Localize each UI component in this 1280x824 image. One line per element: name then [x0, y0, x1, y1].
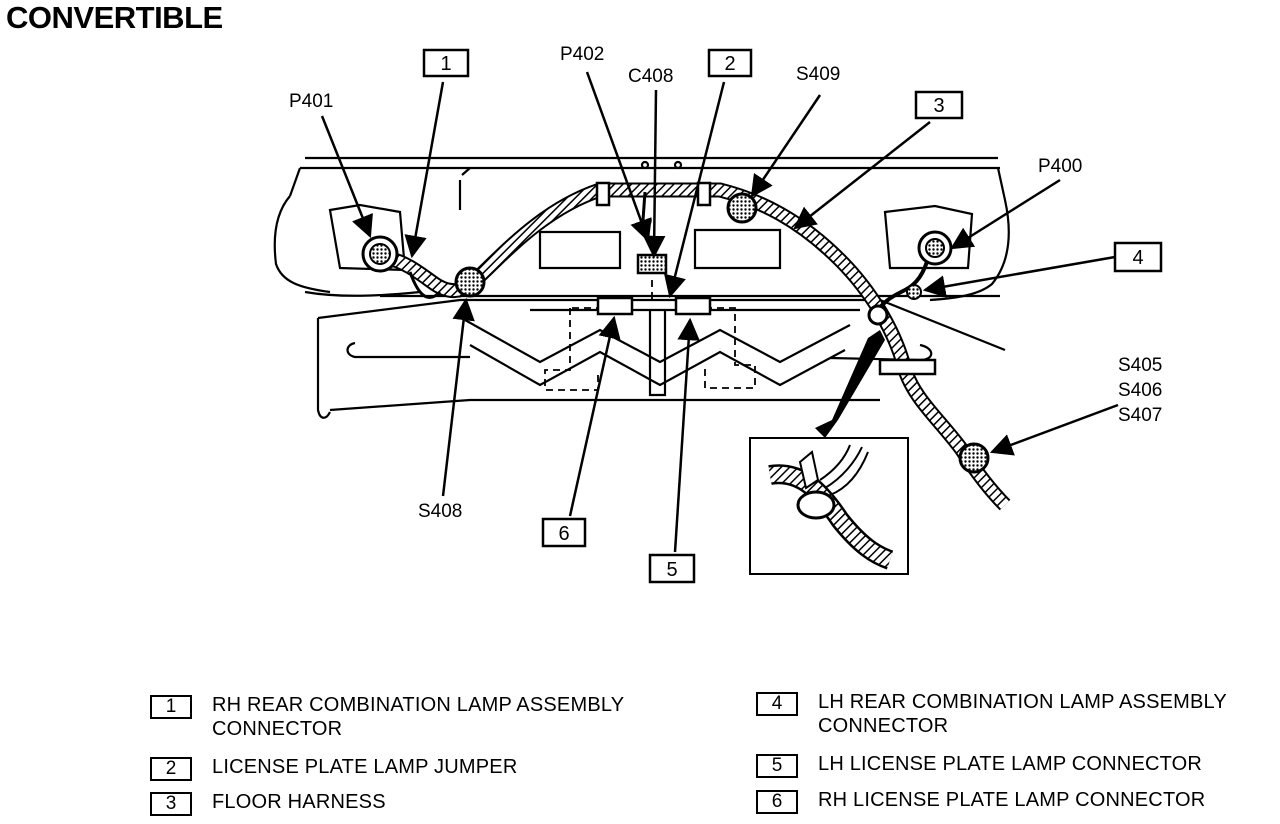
legend-number: 1 [150, 695, 192, 719]
callout-3: 3 [914, 90, 964, 120]
wiring-diagram: 1 2 3 4 5 6 P401 P402 C408 S409 P400 S40… [273, 44, 1163, 584]
legend-text: RH LICENSE PLATE LAMP CONNECTOR [818, 789, 1206, 811]
svg-text:1: 1 [440, 53, 451, 75]
page-title: CONVERTIBLE [6, 0, 223, 35]
connector-lh-license-lamp [674, 296, 712, 316]
connector-p402 [636, 253, 668, 275]
label-c408: C408 [628, 66, 673, 87]
callout-4: 4 [1113, 241, 1163, 273]
clip-left [595, 181, 611, 207]
splice-s405-s407 [958, 442, 990, 474]
label-p400: P400 [1038, 156, 1082, 177]
label-s409: S409 [796, 64, 840, 85]
detail-inset [749, 330, 909, 575]
license-lamp-housings [544, 280, 756, 391]
connector-rh-license-lamp [596, 296, 634, 316]
legend-text: FLOOR HARNESS [212, 791, 386, 813]
connector-lh-lamp [906, 284, 922, 300]
wiring-harness [385, 182, 1011, 511]
label-s406: S406 [1118, 380, 1162, 401]
legend-number: 4 [756, 692, 798, 716]
legend-item-2: 2 LICENSE PLATE LAMP JUMPER [150, 755, 517, 781]
harness-tie [867, 304, 889, 326]
legend-number: 2 [150, 757, 192, 781]
legend-number: 6 [756, 790, 798, 814]
label-s408: S408 [418, 501, 462, 522]
legend-item-3: 3 FLOOR HARNESS [150, 790, 386, 816]
svg-text:6: 6 [558, 523, 569, 545]
svg-text:4: 4 [1132, 247, 1143, 269]
callout-6: 6 [541, 517, 587, 548]
svg-text:2: 2 [724, 53, 735, 75]
callout-5: 5 [648, 553, 696, 584]
clip-right [696, 181, 712, 207]
label-p402: P402 [560, 44, 604, 65]
svg-text:3: 3 [933, 95, 944, 117]
legend-text: LH LICENSE PLATE LAMP CONNECTOR [818, 753, 1203, 775]
splice-s409 [726, 192, 758, 224]
connector-p400 [917, 230, 953, 266]
harness-retainer [878, 358, 937, 376]
legend-text: LICENSE PLATE LAMP JUMPER [212, 756, 518, 778]
label-s405: S405 [1118, 355, 1162, 376]
label-p401: P401 [289, 91, 333, 112]
legend-item-6: 6 RH LICENSE PLATE LAMP CONNECTOR [756, 788, 1205, 814]
svg-text:5: 5 [666, 559, 677, 581]
label-s407: S407 [1118, 405, 1162, 426]
callout-1: 1 [422, 48, 470, 78]
connector-p401 [361, 235, 399, 273]
splice-s408 [454, 266, 486, 298]
legend-item-5: 5 LH LICENSE PLATE LAMP CONNECTOR [756, 752, 1202, 778]
callout-2: 2 [707, 48, 753, 78]
legend-number: 5 [756, 754, 798, 778]
legend-number: 3 [150, 792, 192, 816]
leader-lines [320, 71, 1119, 553]
